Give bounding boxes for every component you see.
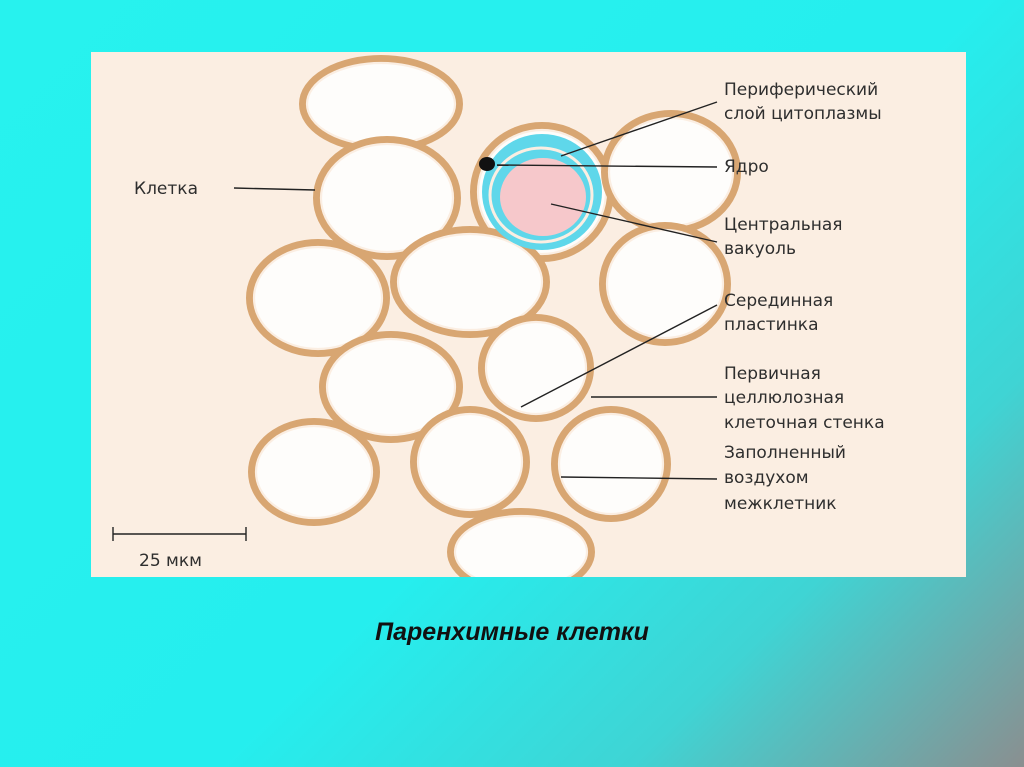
scale-bar [113, 527, 246, 541]
label-peripheral-line-1: Периферический [724, 80, 878, 100]
cell [603, 226, 727, 342]
label-middle-lamella-line-1: Серединная [724, 291, 833, 311]
label-vacuole-line-2: вакуоль [724, 239, 796, 259]
cell [414, 410, 526, 514]
label-cell-wall-line-3: клеточная стенка [724, 413, 885, 433]
label-cell-wall-line-2: целлюлозная [724, 388, 844, 408]
label-intercellular-line-3: межклетник [724, 494, 837, 514]
cell [555, 410, 667, 518]
cell-walls [250, 59, 737, 577]
cell [482, 318, 590, 418]
central-vacuole [500, 158, 586, 236]
label-nucleus: Ядро [724, 157, 769, 177]
scale-bar-label: 25 мкм [139, 551, 202, 571]
label-intercellular-line-2: воздухом [724, 468, 809, 488]
cell [303, 59, 459, 149]
label-intercellular-line-1: Заполненный [724, 443, 846, 463]
label-peripheral-line-2: слой цитоплазмы [724, 104, 882, 124]
cell [605, 114, 737, 230]
label-middle-lamella-line-2: пластинка [724, 315, 819, 335]
label-vacuole-line-1: Центральная [724, 215, 843, 235]
diagram-panel: Клетка Периферический слой цитоплазмы Яд… [91, 52, 966, 577]
label-cell-wall-line-1: Первичная [724, 364, 821, 384]
cell [252, 422, 376, 522]
leader-cell [234, 188, 315, 190]
parenchyma-diagram: Клетка Периферический слой цитоплазмы Яд… [91, 52, 966, 577]
label-cell: Клетка [134, 179, 198, 199]
cell [451, 512, 591, 577]
nucleus [479, 157, 495, 171]
slide-caption: Паренхимные клетки [0, 618, 1024, 647]
